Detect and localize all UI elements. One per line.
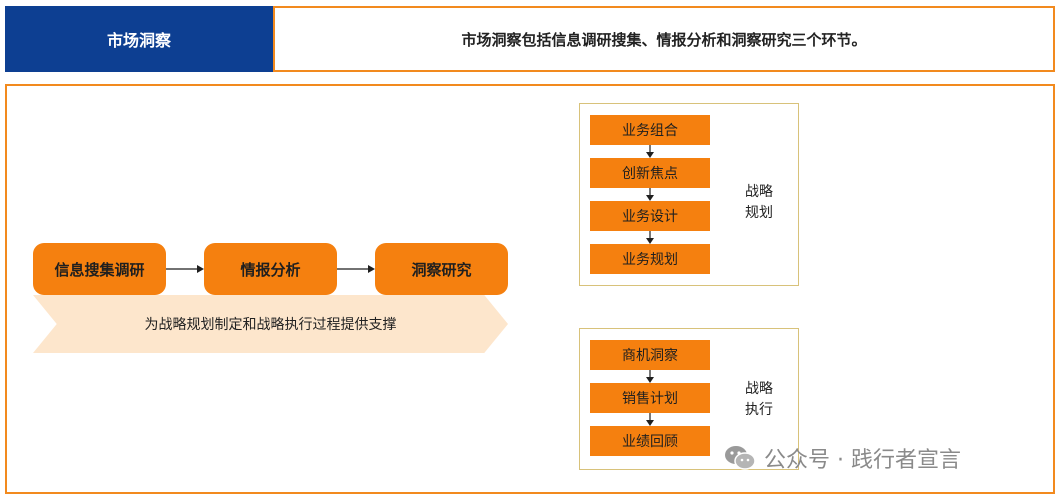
support-banner-text: 为战略规划制定和战略执行过程提供支撑 [144,317,397,333]
flow-arrow-1 [166,265,204,273]
planning-arrow-1 [646,145,654,158]
flow-step-insight: 洞察研究 [375,243,508,295]
planning-item-innovation: 创新焦点 [590,158,710,188]
watermark: 公众号 · 践行者宣言 [724,440,961,476]
planning-arrow-2 [646,188,654,201]
execution-arrow-1 [646,370,654,383]
execution-label-line2: 执行 [745,402,773,418]
planning-item-plan: 业务规划 [590,244,710,274]
watermark-text: 公众号 · 践行者宣言 [764,448,961,473]
flow-step-analysis: 情报分析 [204,243,337,295]
planning-label-line1: 战略 [745,184,773,200]
flow-step-research: 信息搜集调研 [33,243,166,295]
flow-arrow-2 [337,265,375,273]
planning-label-line2: 规划 [745,205,773,221]
main-frame [5,84,1055,494]
header-description: 市场洞察包括信息调研搜集、情报分析和洞察研究三个环节。 [273,6,1055,72]
planning-item-portfolio: 业务组合 [590,115,710,145]
execution-label: 战略 执行 [739,379,779,421]
execution-arrow-2 [646,413,654,426]
execution-item-opportunity: 商机洞察 [590,340,710,370]
execution-item-review: 业绩回顾 [590,426,710,456]
support-banner: 为战略规划制定和战略执行过程提供支撑 [33,295,508,353]
planning-label: 战略 规划 [739,182,779,224]
planning-item-design: 业务设计 [590,201,710,231]
planning-arrow-3 [646,231,654,244]
wechat-icon [725,446,756,470]
execution-item-sales-plan: 销售计划 [590,383,710,413]
header-title: 市场洞察 [5,6,273,72]
execution-label-line1: 战略 [745,381,773,397]
